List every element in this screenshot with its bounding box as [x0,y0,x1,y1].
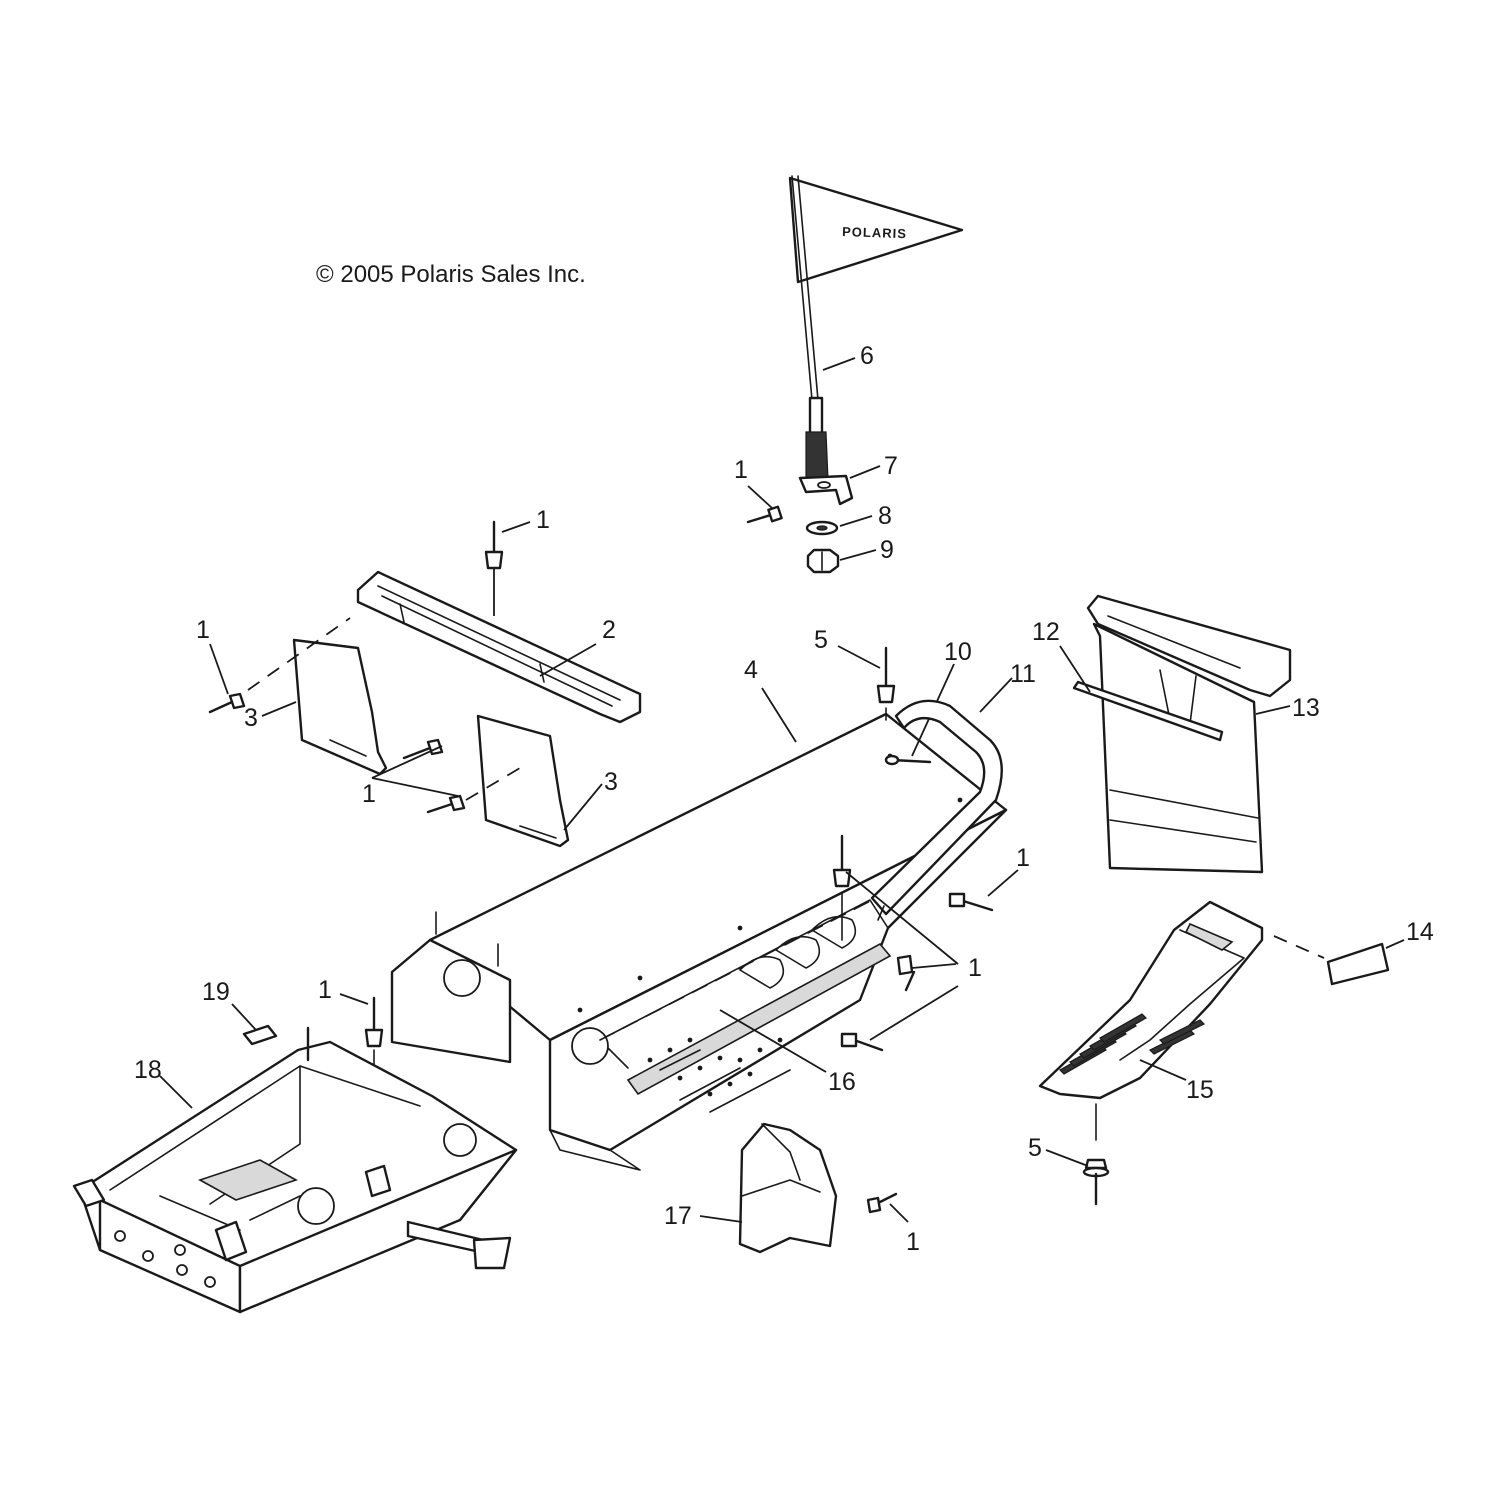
callout-10: 10 [944,638,972,666]
part-14-reflector [1273,935,1405,986]
callout-9: 9 [880,536,894,564]
callout-8: 8 [878,502,892,530]
callout-13: 13 [1292,694,1320,722]
copyright-text: © 2005 Polaris Sales Inc. [316,261,586,288]
part-3-panel-lower [476,714,603,848]
part-1-box-bolt [339,993,384,1065]
callout-4: 4 [744,656,758,684]
callout-labels: 1 1 1 1 1 1 1 1 2 3 3 4 5 5 6 7 8 9 10 1… [134,342,1434,1256]
callout-1-panel-rivets: 1 [362,780,376,808]
callout-17: 17 [664,1202,692,1230]
part-7-bracket [798,465,881,506]
callout-5-top: 5 [814,626,828,654]
part-1-right-bolt [948,869,1019,912]
part-12-bar [1059,645,1224,742]
callout-1-right-bolt: 1 [1016,844,1030,872]
callout-1-rail-bolt: 1 [536,506,550,534]
callout-11: 11 [1010,660,1036,688]
part-6-flag: POLARIS [788,175,964,481]
part-18-nose-pan [72,1026,518,1314]
part-1-panel-rivets [371,738,521,814]
part-9-nut [806,548,877,574]
part-1-flag-bolt [746,485,783,524]
callout-14: 14 [1406,918,1434,946]
running-board-treads [1059,1013,1206,1075]
callout-12: 12 [1032,618,1060,646]
callout-5-bottom: 5 [1028,1134,1042,1162]
callout-19: 19 [202,978,230,1006]
callout-15: 15 [1186,1076,1214,1104]
part-13-snow-flap [1086,594,1292,874]
callout-2: 2 [602,616,616,644]
part-1-left-rivet [208,617,351,714]
part-1-bottom-rivet [866,1192,909,1223]
callout-3-lower: 3 [604,768,618,796]
part-8-washer [805,515,873,536]
part-17-cover [699,1122,838,1254]
callout-1-left-rivet: 1 [196,616,210,644]
callout-7: 7 [884,452,898,480]
callout-1-box-bolt: 1 [318,976,332,1004]
part-11-grab-bar [870,677,1013,921]
part-1-center-bolts [832,834,959,1052]
callout-6: 6 [860,342,874,370]
part-15-running-board [1038,900,1264,1100]
part-5-bottom-bolt [1045,1103,1110,1206]
part-19-clip [231,1003,278,1046]
callout-18: 18 [134,1056,162,1084]
part-2-seat-rail [356,566,642,724]
callout-16: 16 [828,1068,856,1096]
part-5-top-bolt [837,645,896,721]
part-1-rail-bolt [484,520,531,570]
callout-1-flag-bolt: 1 [734,456,748,484]
callout-1-bottom-rivet: 1 [906,1228,920,1256]
flag-logo-text: POLARIS [842,224,907,241]
callout-1-center-bolts: 1 [968,954,982,982]
callout-3-upper: 3 [244,704,258,732]
part-16-leader [719,1009,827,1073]
part-3-panel-upper [261,638,388,776]
